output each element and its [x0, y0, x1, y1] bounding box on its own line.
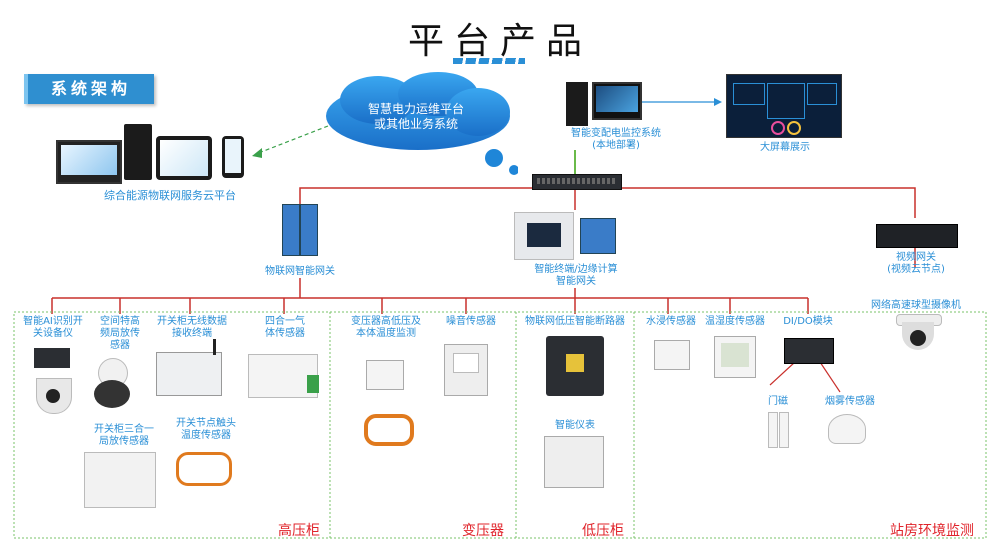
dido-module-icon: [784, 338, 834, 364]
edge-terminal-image: [514, 212, 574, 260]
gas-sensor-icon: [248, 354, 319, 398]
zone-label-transformer: 变压器: [462, 523, 504, 539]
wireless-receiver-label-1: 开关柜无线数据: [157, 316, 227, 327]
big-screen-image: [726, 74, 842, 138]
pc-tower-image: [124, 124, 152, 180]
smoke-sensor-icon: [828, 414, 866, 444]
edge-gateway-image: [580, 218, 616, 254]
page-title: 平台产品: [407, 21, 592, 62]
transformer-temp-device-icon: [366, 360, 404, 390]
title-underline: [453, 58, 525, 64]
ai-camera-icon: [36, 378, 72, 414]
noise-sensor-icon: [444, 344, 488, 396]
network-switch-image: [532, 174, 622, 190]
wireless-receiver-icon: [156, 339, 222, 396]
monitor-system-label-1: 智能变配电监控系统: [571, 128, 661, 139]
platform-label: 综合能源物联网服务云平台: [104, 189, 236, 202]
architecture-badge: 系统架构: [24, 74, 154, 104]
ai-switch-label-1: 智能AI识别开: [23, 316, 83, 327]
meter-icon: [544, 436, 604, 488]
humidity-sensor-label: 温湿度传感器: [705, 316, 765, 327]
door-sensor-label: 门磁: [768, 396, 788, 407]
ptz-camera-icon: [92, 358, 132, 410]
four-in-one-label-1: 四合一气: [265, 316, 305, 327]
water-sensor-label: 水浸传感器: [646, 316, 696, 327]
transformer-temp-label-2: 本体温度监测: [356, 328, 416, 339]
meter-label: 智能仪表: [555, 420, 595, 431]
dido-label: DI/DO模块: [783, 316, 833, 327]
edge-label-2: 智能网关: [556, 276, 596, 287]
tablet-image: [156, 136, 212, 180]
discharge-sensor-box-icon: [84, 452, 156, 508]
zone-label-high: 高压柜: [278, 523, 320, 539]
video-gateway-image: [876, 224, 958, 248]
wireless-receiver-label-2: 接收终端: [172, 328, 212, 339]
smoke-sensor-label: 烟雾传感器: [825, 396, 875, 407]
four-in-one-label-2: 体传感器: [265, 328, 305, 339]
cloud-icon: [326, 72, 518, 175]
breaker-label: 物联网低压智能断路器: [525, 316, 625, 327]
video-gateway-label-2: (视频云节点): [887, 264, 945, 275]
monitor-image: [56, 140, 122, 184]
ai-switch-device-icon: [34, 348, 70, 368]
monitor-screen-image: [592, 82, 642, 120]
humidity-sensor-icon: [714, 336, 756, 378]
server-tower-image: [566, 82, 588, 126]
three-in-one-label-2: 局放传感器: [99, 436, 149, 447]
iot-gateway-image: [282, 204, 300, 256]
transformer-temp-label-1: 变压器高低压及: [351, 316, 421, 327]
temp-sensor-strap-icon: [176, 452, 232, 486]
ai-switch-label-2: 关设备仪: [33, 328, 73, 339]
partial-discharge-label-1: 空间特高: [100, 316, 140, 327]
phone-image: [222, 136, 244, 178]
node-temp-label-2: 温度传感器: [181, 430, 231, 441]
iot-gateway-image-2: [300, 204, 318, 256]
edge-label-1: 智能终端/边缘计算: [534, 264, 618, 275]
three-in-one-label-1: 开关柜三合一: [94, 424, 154, 435]
partial-discharge-label-2: 频局放传: [100, 328, 140, 339]
zone-label-station: 站房环境监测: [890, 523, 974, 539]
noise-sensor-label: 噪音传感器: [446, 316, 496, 327]
big-screen-label: 大屏幕展示: [760, 142, 810, 153]
dome-camera-label: 网络高速球型摄像机: [871, 300, 961, 311]
node-temp-label-1: 开关节点触头: [176, 418, 236, 429]
water-sensor-icon: [654, 340, 690, 370]
zone-label-low: 低压柜: [582, 523, 624, 539]
video-gateway-label-1: 视频网关: [896, 252, 936, 263]
cloud-text-2: 或其他业务系统: [373, 117, 458, 131]
partial-discharge-label-3: 感器: [110, 340, 130, 351]
breaker-icon: [546, 336, 604, 396]
monitor-system-label-2: (本地部署): [592, 140, 640, 151]
door-sensor-icon: [768, 412, 789, 448]
iot-gateway-label: 物联网智能网关: [265, 266, 335, 277]
dome-camera-icon: [896, 314, 942, 354]
transformer-temp-strap-icon: [364, 414, 414, 446]
cloud-text-1: 智慧电力运维平台: [367, 102, 464, 116]
